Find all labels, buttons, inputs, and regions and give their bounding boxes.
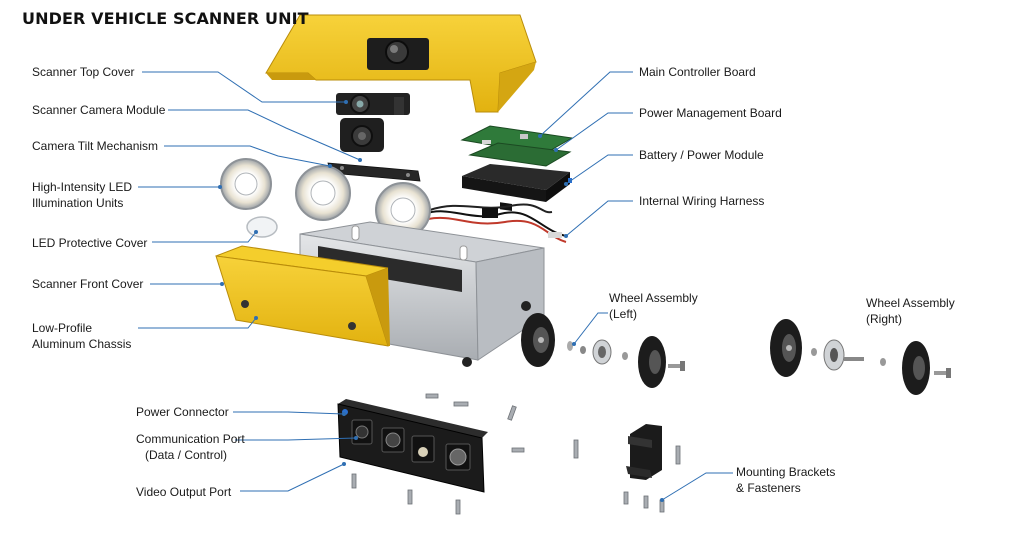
scanner-top-cover: [265, 14, 537, 113]
label-battery-power-module: Battery / Power Module: [639, 148, 764, 162]
label-wheel-right-line1: Wheel Assembly: [866, 296, 955, 310]
label-chassis-line1: Low-Profile: [32, 321, 93, 335]
label-wheel-left-line1: Wheel Assembly: [609, 291, 698, 305]
led-protective-cover: [246, 216, 278, 238]
label-brackets-line1: Mounting Brackets: [736, 465, 836, 479]
label-wheel-left-line2: (Left): [609, 307, 638, 321]
label-video-output-port: Video Output Port: [136, 485, 232, 499]
scanner-camera-module: [336, 93, 410, 152]
label-led-illumination-units: High-Intensity LED Illumination Units: [32, 179, 132, 211]
wheel-assembly-left: [521, 313, 685, 388]
mounting-brackets: [626, 424, 662, 480]
wheel-assembly-right: [770, 319, 951, 395]
label-brackets-line2: & Fasteners: [736, 481, 801, 495]
label-communication-port: Communication Port (Data / Control): [136, 431, 245, 463]
leader-lines: [138, 71, 733, 501]
label-chassis-line2: Aluminum Chassis: [32, 337, 132, 351]
internal-wiring-harness: [423, 203, 567, 243]
label-aluminum-chassis: Low-Profile Aluminum Chassis: [32, 320, 131, 352]
label-camera-tilt-mechanism: Camera Tilt Mechanism: [32, 139, 159, 153]
label-comm-port-line1: Communication Port: [136, 432, 245, 446]
label-led-units-line1: High-Intensity LED: [32, 180, 133, 194]
fasteners: [351, 393, 681, 515]
label-scanner-top-cover: Scanner Top Cover: [32, 65, 135, 79]
label-led-protective-cover: LED Protective Cover: [32, 236, 148, 250]
scanner-front-cover: [215, 245, 390, 347]
label-main-controller-board: Main Controller Board: [639, 65, 756, 79]
label-internal-wiring-harness: Internal Wiring Harness: [639, 194, 765, 208]
label-led-units-line2: Illumination Units: [32, 196, 124, 210]
label-comm-port-line2: (Data / Control): [145, 448, 228, 462]
label-wheel-assembly-left: Wheel Assembly (Left): [609, 290, 698, 322]
label-power-connector: Power Connector: [136, 405, 229, 419]
power-management-board: [468, 142, 572, 167]
label-scanner-front-cover: Scanner Front Cover: [32, 277, 144, 291]
label-power-management-board: Power Management Board: [639, 106, 782, 120]
label-wheel-right-line2: (Right): [866, 312, 903, 326]
label-mounting-brackets: Mounting Brackets & Fasteners: [736, 464, 835, 496]
leader-line-dots: [218, 100, 664, 502]
diagram-title: UNDER VEHICLE SCANNER UNIT: [22, 9, 309, 28]
battery-power-module: [462, 164, 572, 202]
led-illumination-units: [220, 158, 431, 238]
label-scanner-camera-module: Scanner Camera Module: [32, 103, 166, 117]
label-wheel-assembly-right: Wheel Assembly (Right): [866, 295, 955, 327]
connector-panel: [337, 399, 488, 493]
